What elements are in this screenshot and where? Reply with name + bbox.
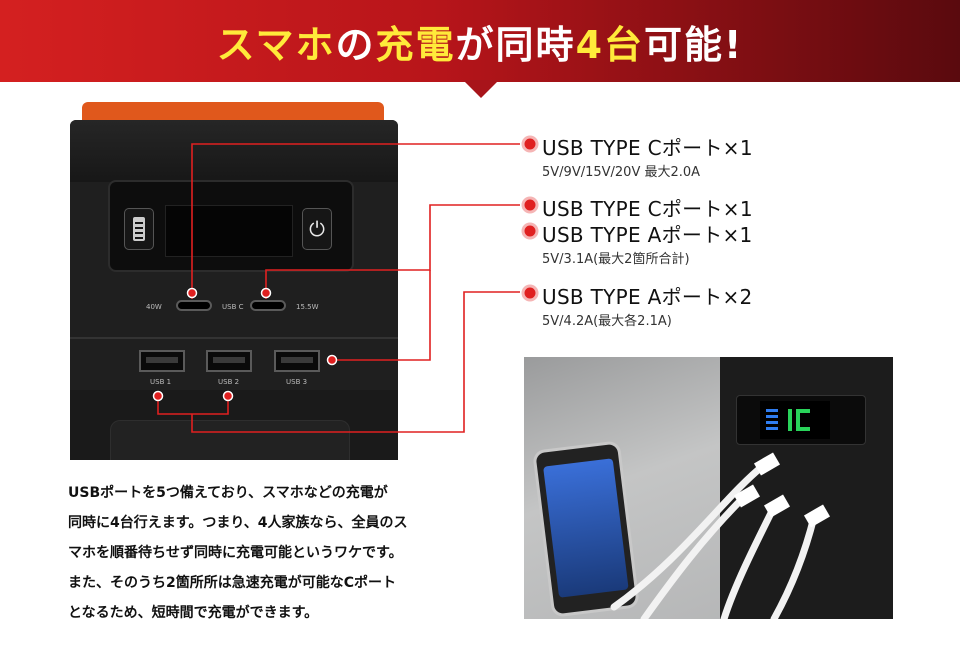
photo-cables xyxy=(610,452,831,619)
spec-3-title: USB TYPE Aポート×2 xyxy=(542,285,753,309)
banner-text-possible: 可能! xyxy=(644,22,744,67)
callout-dot-usbc-2 xyxy=(260,287,272,299)
bullet-icon xyxy=(521,222,539,240)
callout-dot-usba-1 xyxy=(152,390,164,402)
banner-text-no: の xyxy=(335,22,376,67)
callout-line-3a xyxy=(157,396,229,415)
device-display xyxy=(165,205,293,257)
callout-line-1 xyxy=(191,143,520,299)
usb-c-port-2 xyxy=(250,300,286,311)
usb-a-label-2: USB 2 xyxy=(218,378,240,386)
banner-text-simultaneous: が同時 xyxy=(455,22,576,67)
banner-text-charging: 充電 xyxy=(375,22,456,67)
usb-a-label-3: USB 3 xyxy=(286,378,308,386)
port-label-usb-c: USB C xyxy=(222,303,244,311)
usb-a-label-1: USB 1 xyxy=(150,378,172,386)
battery-button xyxy=(124,208,154,250)
battery-icon xyxy=(133,217,145,241)
spec-3-subtitle: 5V/4.2A(最大各2.1A) xyxy=(542,314,672,329)
usb-a-port-2 xyxy=(206,350,252,372)
photo-device-display xyxy=(760,401,830,439)
description-line-1: USBポートを5つ備えており、スマホなどの充電が xyxy=(68,485,388,501)
description-text: USBポートを5つ備えており、スマホなどの充電が 同時に4台行えます。つまり、4… xyxy=(68,478,488,628)
device-cutout xyxy=(110,420,350,460)
callout-dot-usba-3 xyxy=(326,354,338,366)
banner-text-smartphone: スマホ xyxy=(216,22,336,67)
banner-title: スマホの充電が同時4台可能! xyxy=(217,14,744,69)
device-seam xyxy=(70,337,398,339)
device-lid xyxy=(70,120,398,182)
callout-line-2b xyxy=(334,270,431,361)
description-line-5: となるため、短時間で充電ができます。 xyxy=(68,605,319,621)
usb-a-port-1 xyxy=(139,350,185,372)
header-banner: スマホの充電が同時4台可能! xyxy=(0,0,960,82)
callout-dot-usba-2 xyxy=(222,390,234,402)
description-line-2: 同時に4台行えます。つまり、4人家族なら、全員のス xyxy=(68,515,408,531)
description-line-4: また、そのうち2箇所所は急速充電が可能なCポート xyxy=(68,575,397,591)
bullet-icon xyxy=(521,284,539,302)
spec-2-title-a: USB TYPE Cポート×1 xyxy=(542,197,753,221)
spec-2-subtitle: 5V/3.1A(最大2箇所合計) xyxy=(542,252,690,267)
spec-1-title: USB TYPE Cポート×1 xyxy=(542,136,753,160)
port-label-40w: 40W xyxy=(146,303,162,311)
spec-2-title-b: USB TYPE Aポート×1 xyxy=(542,223,753,247)
usb-c-port-1 xyxy=(176,300,212,311)
description-line-3: マホを順番待ちせず同時に充電可能というワケです。 xyxy=(68,545,403,561)
bullet-icon xyxy=(521,196,539,214)
usage-photo xyxy=(524,357,893,619)
banner-pointer xyxy=(463,80,499,98)
port-label-15-5w: 15.5W xyxy=(296,303,319,311)
callout-line-3b xyxy=(191,291,520,433)
spec-1-subtitle: 5V/9V/15V/20V 最大2.0A xyxy=(542,165,701,180)
photo-display-segments xyxy=(766,409,810,431)
output-button: ⏻ xyxy=(302,208,332,250)
banner-text-four-units: 4台 xyxy=(575,22,645,67)
usb-a-port-3 xyxy=(274,350,320,372)
callout-dot-usbc-1 xyxy=(186,287,198,299)
plug-icon: ⏻ xyxy=(309,217,325,241)
bullet-icon xyxy=(521,135,539,153)
